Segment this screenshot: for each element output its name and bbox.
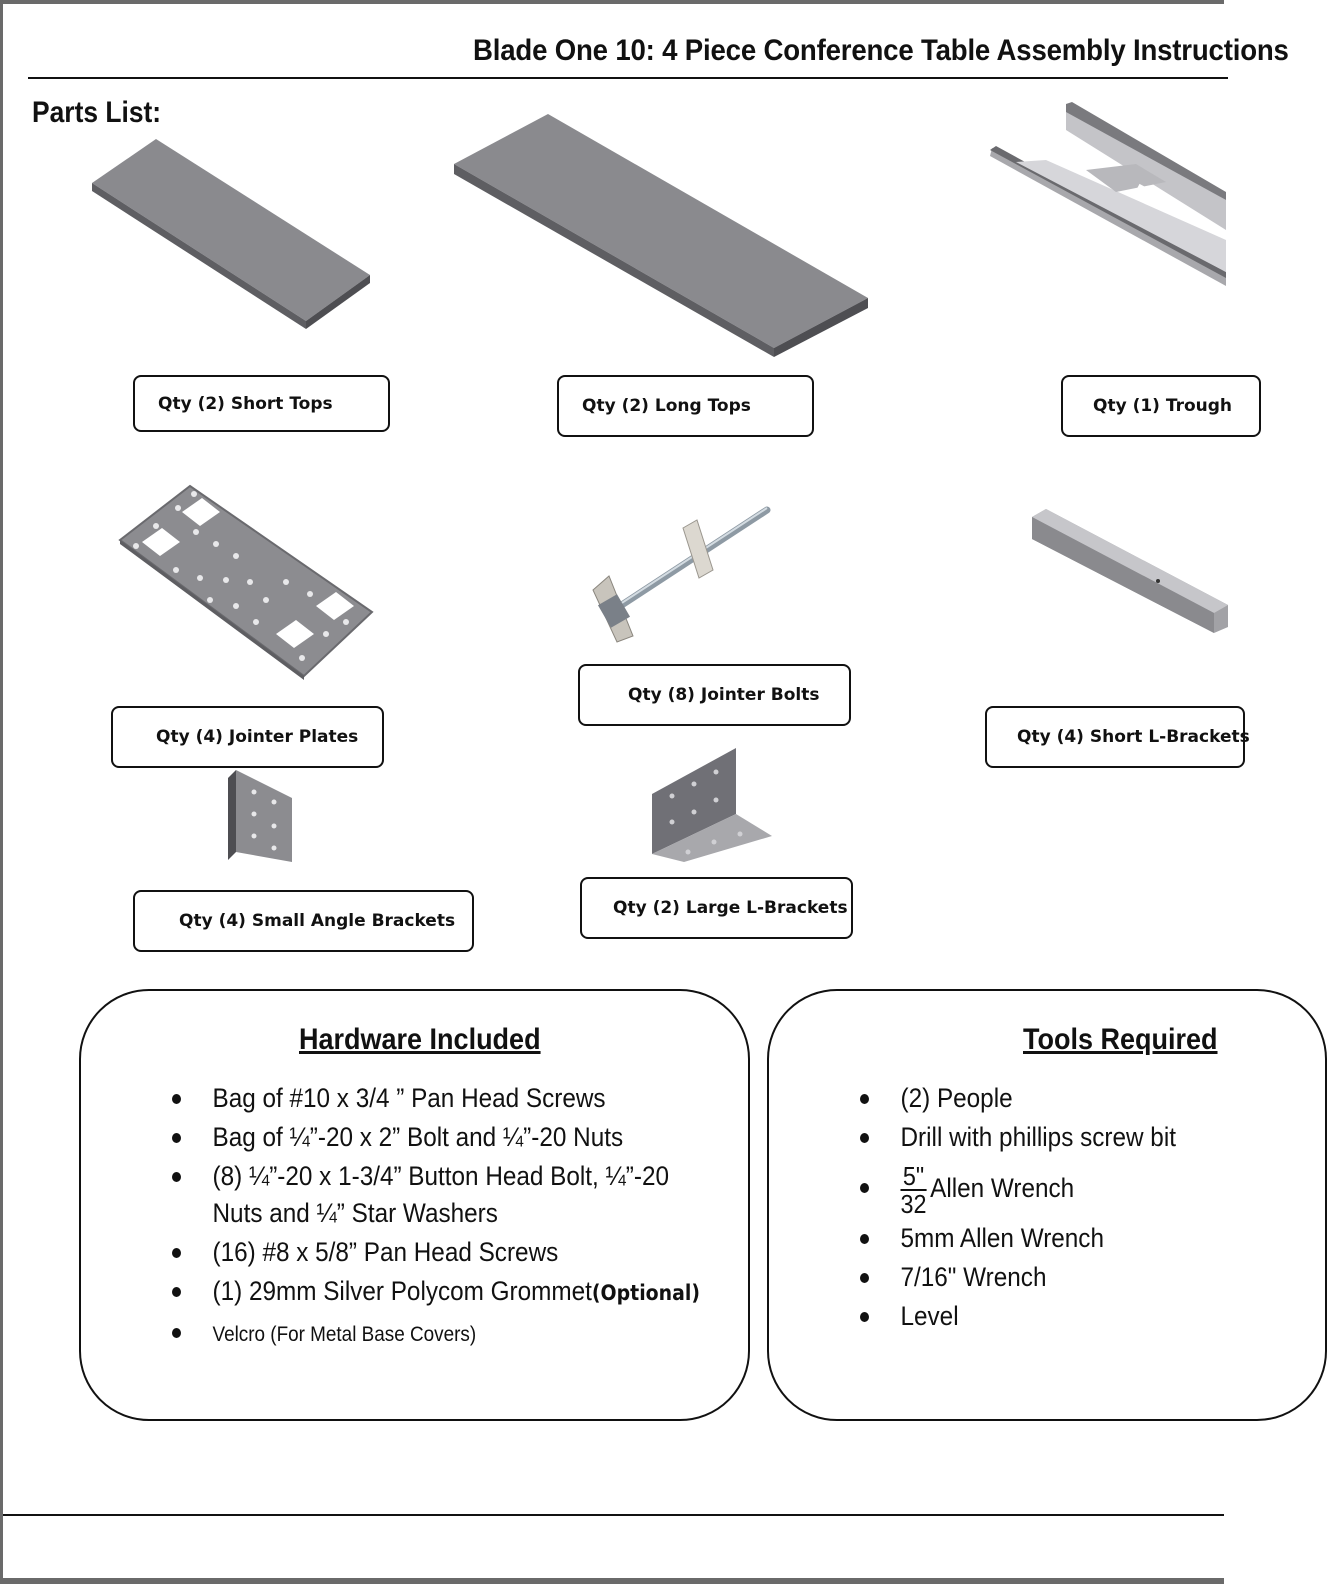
tools-item: 7/16" Wrench (860, 1259, 1176, 1296)
title-divider (28, 77, 1228, 79)
short-l-brackets-label: Qty (4) Short L-Brackets (985, 706, 1250, 768)
document-page: Blade One 10: 4 Piece Conference Table A… (3, 34, 1327, 1516)
short-tops-label: Qty (2) Short Tops (133, 375, 390, 432)
small-angle-brackets-label: Qty (4) Small Angle Brackets (133, 890, 474, 952)
tools-item: Level (860, 1298, 1176, 1335)
large-l-brackets-label: Qty (2) Large L-Brackets (580, 877, 853, 939)
page-frame-bottom (0, 1578, 1224, 1584)
hardware-list: Bag of #10 x 3/4 ” Pan Head Screws Bag o… (172, 1080, 759, 1355)
tools-item: 5mm Allen Wrench (860, 1220, 1176, 1257)
hardware-item: Velcro (For Metal Base Covers) (172, 1314, 700, 1353)
optional-note: (Optional) (591, 1281, 700, 1305)
tools-required-panel (767, 989, 1327, 1421)
tools-item: Drill with phillips screw bit (860, 1119, 1176, 1156)
jointer-plate-illustration (118, 484, 374, 680)
allen-size-fraction: 5"32 (900, 1160, 927, 1219)
jointer-bolt-illustration (592, 506, 771, 643)
tools-list: (2) People Drill with phillips screw bit… (860, 1080, 1211, 1337)
large-l-bracket-illustration (652, 748, 772, 862)
tools-heading: Tools Required (1023, 1023, 1218, 1056)
jointer-bolts-label: Qty (8) Jointer Bolts (578, 664, 851, 726)
parts-list-heading: Parts List: (32, 96, 162, 129)
hardware-item: Bag of ¼”-20 x 2” Bolt and ¼”-20 Nuts (172, 1119, 700, 1156)
tools-item: (2) People (860, 1080, 1176, 1117)
hardware-item: (8) ¼”-20 x 1-3/4” Button Head Bolt, ¼”-… (172, 1158, 700, 1232)
hardware-item: Bag of #10 x 3/4 ” Pan Head Screws (172, 1080, 700, 1117)
footer-divider (3, 1514, 1224, 1516)
long-top-illustration (454, 114, 868, 357)
hardware-item: (16) #8 x 5/8” Pan Head Screws (172, 1234, 700, 1271)
trough-label: Qty (1) Trough (1061, 375, 1261, 437)
hardware-included-panel (79, 989, 750, 1421)
page-frame-top (0, 0, 1224, 4)
small-angle-bracket-illustration (228, 770, 292, 862)
trough-illustration (990, 102, 1226, 286)
short-top-illustration (92, 139, 370, 329)
jointer-plates-label: Qty (4) Jointer Plates (111, 706, 384, 768)
short-l-bracket-illustration (1032, 509, 1228, 633)
hardware-heading: Hardware Included (299, 1023, 541, 1056)
page-frame-left (0, 0, 3, 1584)
long-tops-label: Qty (2) Long Tops (557, 375, 814, 437)
document-title: Blade One 10: 4 Piece Conference Table A… (473, 34, 1289, 67)
hardware-item: (1) 29mm Silver Polycom Grommet(Optional… (172, 1273, 700, 1312)
